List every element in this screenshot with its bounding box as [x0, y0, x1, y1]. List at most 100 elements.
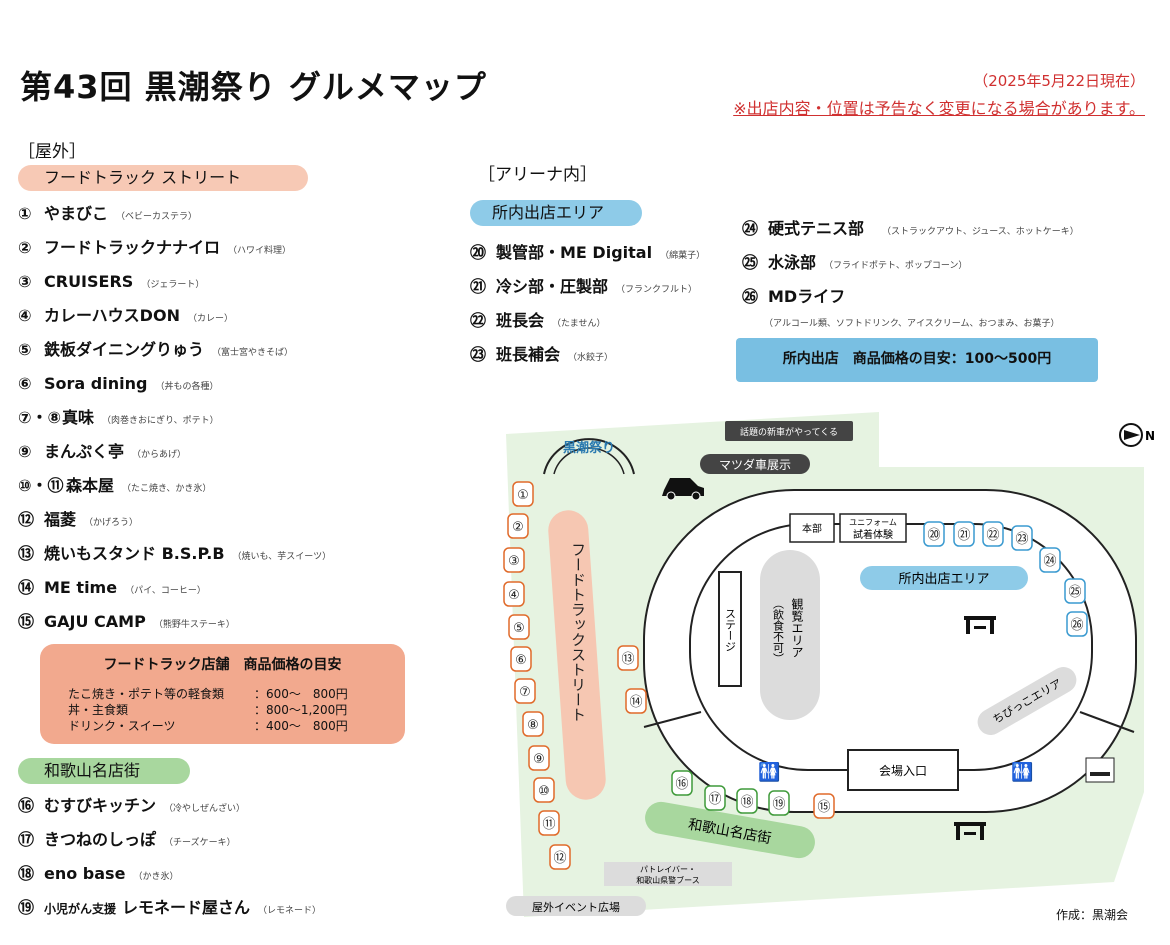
food-truck-marker-box: [522, 711, 544, 737]
food-truck-marker-label: ⑦: [519, 685, 531, 700]
price-label: たこ焼き・ポテト等の軽食類: [68, 687, 225, 701]
table-icon: [954, 822, 986, 840]
item-number: ⑮: [18, 612, 35, 631]
shop-name: GAJU CAMP: [44, 612, 146, 631]
event-plaza: [506, 896, 646, 916]
food-truck-marker-label: ⑭: [629, 695, 642, 710]
arena-inner: [689, 523, 1093, 771]
food-truck-marker-label: ⑧: [527, 718, 539, 733]
food-truck-marker-label: ⑥: [515, 653, 527, 668]
price-row: ドリンク・スイーツ：400～ 800円: [68, 718, 348, 734]
indoor-marker: ㉑: [953, 521, 975, 547]
food-truck-marker-label: ⑩: [538, 784, 550, 799]
shop-menu: （ストラックアウト、ジュース、ホットケーキ）: [882, 227, 1079, 237]
food-truck-marker-box: [813, 793, 835, 819]
food-truck-marker-box: [508, 614, 530, 640]
item-number: ⑬: [18, 544, 35, 563]
shop-prefix: 小児がん支援: [44, 902, 117, 916]
indoor-marker: ㉒: [982, 521, 1004, 547]
wakayama-marker-label: ⑰: [708, 792, 721, 807]
shop-name: フードトラックナナイロ: [44, 238, 221, 257]
patrol-label-2: 和歌山県警ブース: [636, 875, 700, 885]
food-truck-marker: ⑫: [549, 844, 571, 870]
kids-area-band: [977, 667, 1077, 735]
shop-name: 冷シ部・圧製部: [496, 277, 609, 296]
shop-menu: （フランクフルト）: [616, 285, 698, 295]
shop-menu: （チーズケーキ）: [164, 838, 236, 848]
compass-arrow: [1124, 430, 1140, 440]
food-truck-marker: ④: [503, 581, 525, 607]
indoor-area-pill: [860, 566, 1028, 590]
food-street-band: [548, 510, 606, 800]
indoor-marker-label: ⑳: [927, 528, 940, 543]
stage-label: ステージ: [724, 608, 737, 652]
shop-menu: （パイ、コーヒー）: [125, 586, 206, 596]
food-truck-marker: ⑥: [510, 646, 532, 672]
shop-menu: （富士宮やきそば）: [212, 348, 294, 358]
food-truck-marker-box: [507, 513, 529, 539]
north-arrow-svg: N: [1119, 423, 1155, 447]
shop-name: 福菱: [44, 510, 77, 529]
as-of-date: （2025年5月22日現在）: [973, 72, 1145, 90]
item-number: ㉔: [742, 219, 759, 238]
item-number: ⑥: [18, 374, 32, 393]
shop-menu: （たません）: [552, 319, 606, 329]
shop-name: eno base: [44, 864, 126, 883]
wakayama-street-label: 和歌山名店街: [18, 758, 190, 784]
item-number: ㉖: [742, 287, 759, 306]
shop-name: レモネード屋さん: [122, 898, 251, 917]
food-truck-marker-box: [510, 646, 532, 672]
event-plaza-label: 屋外イベント広場: [532, 901, 620, 914]
food-truck-marker: ⑮: [813, 793, 835, 819]
food-truck-marker-label: ②: [512, 520, 524, 535]
food-truck-marker-label: ⑫: [553, 851, 566, 866]
map-credit: 作成：黒潮会: [1056, 908, 1129, 922]
indoor-marker-box: [923, 521, 945, 547]
food-truck-marker: ⑬: [617, 645, 639, 671]
list-item: ⑮ GAJU CAMP （熊野牛ステーキ）: [18, 605, 438, 639]
price-value: ：600～ 800円: [254, 687, 348, 701]
item-number: ⑰: [18, 830, 35, 849]
food-truck-marker: ⑦: [514, 678, 536, 704]
shop-menu: （綿菓子）: [660, 251, 706, 261]
food-truck-marker-box: [538, 810, 560, 836]
shop-name: 鉄板ダイニングりゅう: [44, 340, 205, 359]
honbu-label: 本部: [802, 522, 822, 535]
viewing-area: [760, 550, 820, 720]
food-truck-marker: ⑤: [508, 614, 530, 640]
food-truck-marker-label: ④: [508, 588, 520, 603]
car-banner-text: 話題の新車がやってくる: [740, 426, 838, 438]
indoor-marker-label: ㉒: [986, 528, 999, 543]
price-box-title: フードトラック店舗 商品価格の目安: [103, 657, 342, 673]
shop-name: 真味: [62, 408, 95, 427]
uniform-label-2: 試着体験: [853, 528, 893, 541]
indoor-marker: ㉕: [1064, 578, 1086, 604]
wakayama-marker-box: [704, 785, 726, 811]
item-number: ⑳: [470, 243, 487, 262]
indoor-marker-box: [1039, 547, 1061, 573]
shop-name: MDライフ: [768, 287, 846, 306]
wakayama-marker-label: ⑱: [740, 795, 753, 810]
food-truck-marker-box: [503, 547, 525, 573]
shop-menu: （からあげ）: [132, 450, 187, 460]
item-number: ⑤: [18, 340, 32, 359]
price-label: ドリンク・スイーツ: [68, 719, 176, 733]
shop-menu: （熊野牛ステーキ）: [153, 620, 235, 630]
food-truck-price-box: フードトラック店舗 商品価格の目安 たこ焼き・ポテト等の軽食類 ：600～ 800…: [40, 644, 405, 744]
entrance-label: 会場入口: [879, 764, 927, 778]
wakayama-marker-label: ⑯: [675, 777, 688, 792]
item-number: ②: [18, 238, 32, 257]
